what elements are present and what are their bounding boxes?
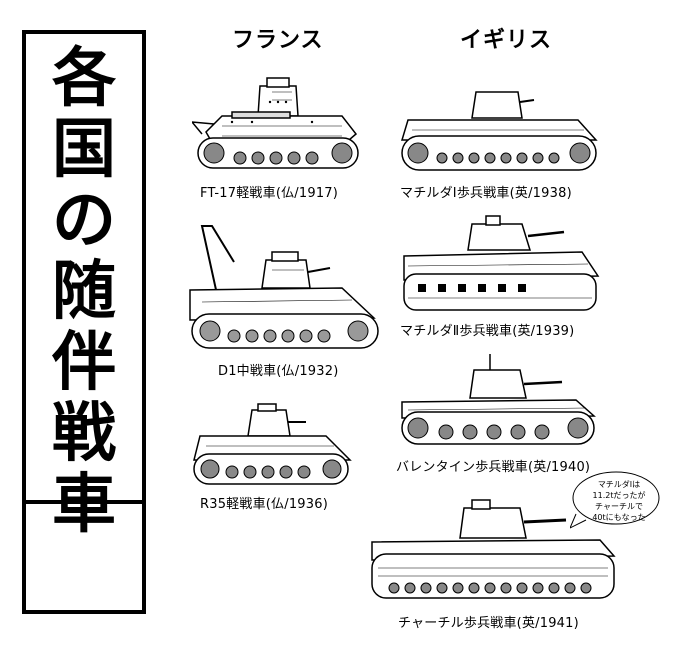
valentine-tank-illustration [401, 354, 596, 445]
matilda2-caption: マチルダⅡ歩兵戦車(英/1939) [400, 324, 575, 339]
r35-caption: R35軽戦車(仏/1936) [200, 497, 328, 512]
ft17-tank-illustration [192, 77, 359, 169]
title-char: 伴 [52, 326, 116, 400]
title-frame: 各 国 の 随 伴 戦 車 [22, 30, 146, 614]
churchill-tank-illustration [371, 499, 616, 599]
title-char: 随 [52, 255, 116, 329]
title-divider [26, 500, 142, 504]
bubble-line: 40tにもなった [592, 513, 646, 522]
matilda2-tank-illustration [403, 215, 600, 311]
page-title: 各 国 の 随 伴 戦 車 [26, 44, 142, 541]
d1-tank-illustration [189, 225, 379, 349]
d1-caption: D1中戦車(仏/1932) [218, 364, 339, 379]
speech-bubble-text: マチルダⅠは 11.2tだったが チャーチルで 40tにもなった [584, 479, 654, 523]
title-char: の [52, 184, 116, 258]
matilda1-caption: マチルダⅠ歩兵戦車(英/1938) [400, 186, 572, 201]
bubble-line: マチルダⅠは [597, 480, 641, 489]
matilda1-tank-illustration [400, 91, 598, 171]
title-char: 車 [52, 468, 116, 542]
bubble-line: チャーチルで [595, 502, 643, 511]
valentine-caption: バレンタイン歩兵戦車(英/1940) [396, 460, 591, 475]
britain-heading: イギリス [460, 28, 553, 53]
title-char: 戦 [52, 397, 116, 471]
ft17-caption: FT-17軽戦車(仏/1917) [200, 186, 339, 201]
title-char: 国 [52, 113, 116, 187]
r35-tank-illustration [193, 403, 352, 485]
speech-bubble [570, 471, 660, 529]
bubble-line: 11.2tだったが [592, 491, 646, 500]
title-char: 各 [52, 42, 116, 116]
churchill-caption: チャーチル歩兵戦車(英/1941) [398, 616, 579, 631]
france-heading: フランス [232, 28, 324, 53]
